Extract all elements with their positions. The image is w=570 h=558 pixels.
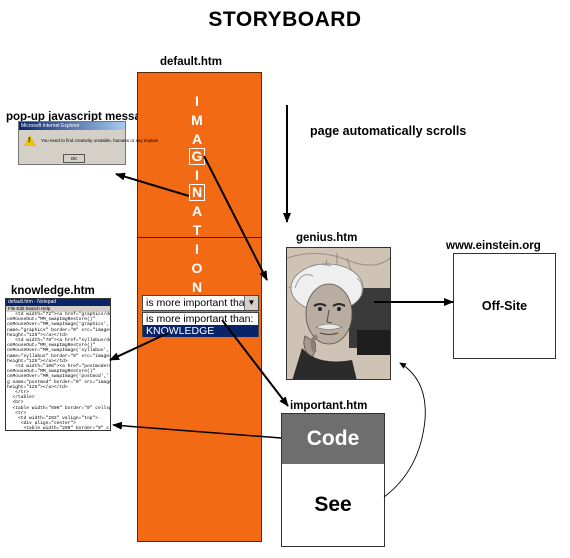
notepad-title: default.htm - Notepad (6, 299, 110, 306)
dropdown-options: is more important than: KNOWLEDGE (142, 312, 259, 337)
chevron-down-icon[interactable]: ▼ (244, 296, 258, 310)
label-default-htm: default.htm (160, 56, 222, 68)
notepad-code-line: height="125"></a></td> (7, 332, 68, 338)
letter-o: O (191, 260, 203, 276)
notepad-code-line: <table width="600" border="0" cellspaci (7, 405, 111, 411)
see-section[interactable]: See (314, 493, 352, 516)
letter-n: N (191, 279, 203, 295)
notepad-code-line: </table> (7, 395, 35, 401)
dialog-ok-button[interactable]: OK (63, 154, 85, 163)
code-section[interactable]: Code (282, 414, 384, 464)
notepad-code-line: g name="postmod" border="0" src="images/… (7, 379, 111, 385)
warning-icon (24, 135, 36, 146)
notepad-code-line: onMouseOver="MM_swapImage('syllabus','', (7, 348, 111, 354)
notepad-code-line: <td width="78"><a href="syllabus/de (7, 338, 111, 344)
letter-a: A (191, 131, 203, 147)
notepad-code-line: <td width="106"><a href="postmodern (7, 364, 111, 370)
notepad-code-line: name="graphics" border="0" src="images/p (7, 327, 111, 333)
notepad-code-line: <br> (7, 400, 24, 406)
fold-line (137, 237, 262, 238)
letter-a: A (191, 203, 203, 219)
notepad-code-line: </tr> (7, 390, 30, 396)
notepad-code-line: name="syllabus" border="0" src="images/p (7, 353, 111, 359)
portrait-drawing (287, 248, 390, 379)
dialog-title: Microsoft Internet Explorer (19, 122, 125, 130)
warning-mark: ! (28, 137, 31, 144)
dropdown-selected-value: is more important than: (146, 297, 254, 309)
letter-t: T (192, 222, 202, 238)
dropdown-option[interactable]: is more important than: (146, 313, 254, 325)
arrow-to-popup (115, 172, 190, 197)
genius-portrait-image (286, 247, 391, 380)
comparison-dropdown[interactable]: is more important than: ▼ (142, 295, 259, 311)
arrow-see-to-genius (383, 362, 426, 498)
notepad-menu: File Edit Search Help (6, 306, 110, 312)
arrow-to-genius (203, 155, 268, 281)
page-title: STORYBOARD (208, 8, 362, 31)
notepad-code-line: <td width="292" valign="top"> (7, 416, 98, 422)
arrow-code-to-knowledge (112, 421, 282, 439)
label-knowledge-htm: knowledge.htm (11, 285, 95, 297)
letter-m: M (191, 112, 203, 128)
label-einstein-org: www.einstein.org (446, 240, 541, 252)
letter-i: I (195, 241, 199, 257)
label-auto-scroll: page automatically scrolls (310, 124, 467, 138)
letter-i: I (195, 93, 199, 109)
notepad-code-line: height="125"></a></td> (7, 358, 68, 364)
offsite-box: Off-Site (453, 253, 556, 359)
notepad-code-line: <td width="72"><a href="graphics/de (7, 312, 111, 317)
notepad-code-line: <div align="center"> (7, 421, 76, 427)
arrow-to-important (221, 319, 289, 407)
popup-dialog-thumbnail: Microsoft Internet Explorer ! You need t… (18, 121, 158, 165)
notepad-code-line: height="125"></a></td> (7, 384, 68, 390)
letter-i: I (195, 167, 199, 183)
notepad-code-line: onMouseOver="MM_swapImage('graphics','', (7, 322, 111, 328)
notepad-code-line: onMouseOver="MM_swapImage('postmod','', (7, 374, 111, 380)
notepad-code-line: <tr> (7, 410, 27, 416)
notepad-code-line: onMouseOut="MM_swapImgRestore()" (7, 343, 96, 349)
important-page-box: Code See (281, 413, 385, 547)
notepad-code-line: onMouseOut="MM_swapImgRestore()" (7, 369, 96, 375)
notepad-code-line: onMouseOut="MM_swapImgRestore()" (7, 317, 96, 323)
letter-n-link[interactable]: N (189, 184, 205, 201)
label-popup: pop-up javascript message (6, 111, 155, 123)
arrow-to-knowledge (109, 332, 169, 361)
knowledge-notepad-thumbnail: default.htm - Notepad File Edit Search H… (5, 298, 111, 431)
dialog-message: You need to find creativity unstable, hu… (41, 138, 159, 143)
label-genius-htm: genius.htm (296, 232, 358, 244)
notepad-code-line: <table width="299" border="0" c (7, 426, 109, 431)
label-important-htm: important.htm (290, 400, 368, 412)
